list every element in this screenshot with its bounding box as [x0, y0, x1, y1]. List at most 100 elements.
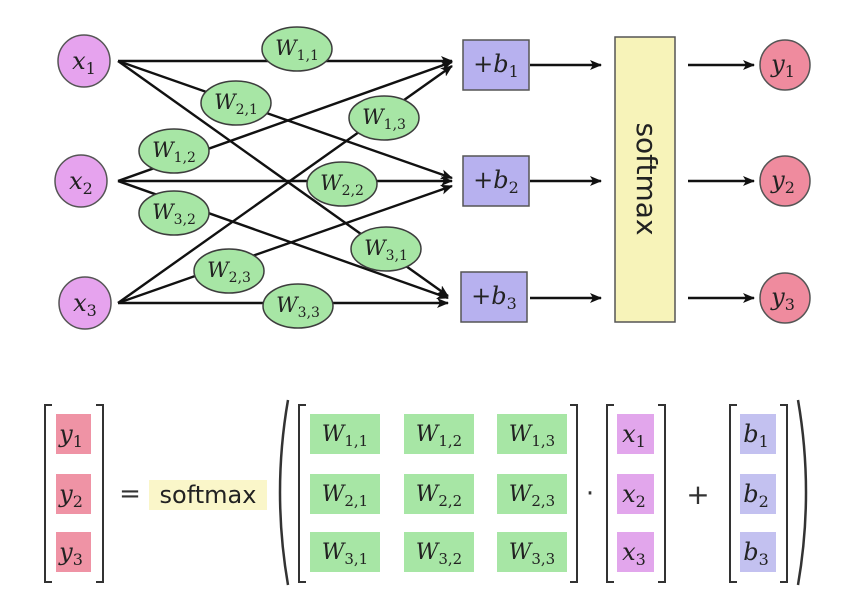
equals-sign: =	[119, 479, 141, 509]
edge-x3-b2	[117, 184, 453, 305]
svg-text:W2,1: W2,1	[322, 482, 368, 510]
weight-w32: W3,2	[138, 190, 210, 236]
matrix-cell: W3,2	[404, 532, 474, 572]
weight-w33: W3,3	[262, 283, 334, 329]
weight-matrix: W1,1 W1,2 W1,3 W2,1 W2,2	[310, 414, 567, 572]
softmax-block: softmax	[614, 36, 676, 323]
svg-text:W3,3: W3,3	[276, 293, 320, 321]
weight-w21: W2,1	[200, 80, 272, 126]
svg-text:W3,1: W3,1	[322, 540, 368, 568]
svg-text:b1: b1	[743, 420, 769, 451]
output-node-y3: y3	[759, 272, 811, 324]
softmax-function: softmax	[149, 480, 267, 510]
svg-text:+b1: +b1	[473, 50, 519, 81]
network-diagram: x1 x2 x3	[54, 26, 811, 330]
svg-text:x1: x1	[622, 420, 646, 451]
y-entry: y3	[56, 532, 91, 572]
y-vector: y1 y2 y3	[56, 414, 91, 572]
softmax-block-label: softmax	[630, 122, 663, 235]
svg-text:y1: y1	[770, 50, 795, 81]
y-entry: y2	[56, 474, 91, 514]
b-vector: b1 b2 b3	[740, 414, 776, 572]
x-entry: x2	[617, 474, 654, 514]
svg-text:W1,3: W1,3	[362, 105, 406, 133]
svg-text:W3,2: W3,2	[416, 540, 462, 568]
matrix-cell: W3,1	[310, 532, 380, 572]
output-node-y1: y1	[759, 39, 811, 91]
bracket-w-left	[298, 404, 306, 583]
weight-w11: W1,1	[261, 26, 333, 72]
svg-text:W2,3: W2,3	[207, 258, 251, 286]
brackets	[44, 399, 808, 586]
input-nodes: x1 x2 x3	[54, 34, 112, 330]
bracket-w-right	[570, 404, 578, 583]
matrix-cell: W2,2	[404, 474, 474, 514]
matrix-cell: W2,3	[497, 474, 567, 514]
svg-text:W1,3: W1,3	[509, 422, 555, 450]
weight-w22: W2,2	[306, 161, 378, 207]
bracket-y-left	[44, 404, 52, 583]
svg-text:y3: y3	[770, 283, 795, 314]
svg-text:+b3: +b3	[471, 282, 517, 313]
svg-text:W2,2: W2,2	[320, 171, 364, 199]
x-entry: x3	[617, 532, 654, 572]
svg-text:x1: x1	[72, 47, 96, 78]
weight-w13: W1,3	[348, 95, 420, 141]
svg-text:b2: b2	[743, 480, 769, 511]
svg-text:y3: y3	[58, 538, 83, 569]
dot-operator: ·	[586, 479, 594, 509]
svg-text:W2,3: W2,3	[509, 482, 555, 510]
paren-left	[278, 399, 290, 586]
softmax-function-label: softmax	[160, 481, 257, 509]
svg-text:x3: x3	[622, 538, 646, 569]
bias-node-b3: +b3	[460, 271, 528, 323]
bracket-b-left	[729, 404, 737, 583]
bracket-y-right	[96, 404, 104, 583]
bracket-b-right	[780, 404, 788, 583]
matrix-cell: W1,2	[404, 414, 474, 454]
weight-w31: W3,1	[350, 226, 422, 272]
y-entry: y1	[56, 414, 91, 454]
x-vector: x1 x2 x3	[617, 414, 654, 572]
output-node-y2: y2	[759, 155, 811, 207]
matrix-equation: y1 y2 y3 = softmax	[44, 399, 808, 586]
svg-text:W1,2: W1,2	[152, 138, 196, 166]
svg-text:+b2: +b2	[473, 166, 519, 197]
svg-text:y2: y2	[58, 480, 83, 511]
svg-text:W3,1: W3,1	[364, 236, 408, 264]
output-nodes: y1 y2 y3	[759, 39, 811, 324]
svg-text:W1,2: W1,2	[416, 422, 462, 450]
b-entry: b1	[740, 414, 776, 454]
svg-text:W1,1: W1,1	[275, 36, 319, 64]
svg-text:W1,1: W1,1	[322, 422, 368, 450]
matrix-cell: W3,3	[497, 532, 567, 572]
b-entry: b2	[740, 474, 776, 514]
weight-w23: W2,3	[193, 248, 265, 294]
paren-right	[796, 399, 808, 586]
bias-node-b2: +b2	[462, 155, 530, 207]
svg-text:W2,1: W2,1	[214, 90, 258, 118]
svg-text:W3,3: W3,3	[509, 540, 555, 568]
plus-operator: +	[686, 478, 709, 511]
b-entry: b3	[740, 532, 776, 572]
svg-text:x2: x2	[69, 167, 93, 198]
bracket-x-right	[658, 404, 666, 583]
x-entry: x1	[617, 414, 654, 454]
input-node-x2: x2	[54, 154, 108, 208]
edge-x1-b2	[117, 59, 453, 180]
matrix-cell: W2,1	[310, 474, 380, 514]
input-node-x3: x3	[58, 276, 112, 330]
svg-text:x2: x2	[622, 480, 646, 511]
input-node-x1: x1	[57, 34, 111, 88]
svg-text:W3,2: W3,2	[152, 200, 196, 228]
weight-nodes: W1,1 W2,1 W1,3 W1,2 W2,2	[138, 26, 422, 329]
svg-text:y1: y1	[58, 420, 83, 451]
matrix-cell: W1,1	[310, 414, 380, 454]
weight-w12: W1,2	[138, 128, 210, 174]
matrix-cell: W1,3	[497, 414, 567, 454]
svg-text:y2: y2	[770, 166, 795, 197]
bias-node-b1: +b1	[462, 39, 530, 91]
svg-text:x3: x3	[73, 289, 97, 320]
